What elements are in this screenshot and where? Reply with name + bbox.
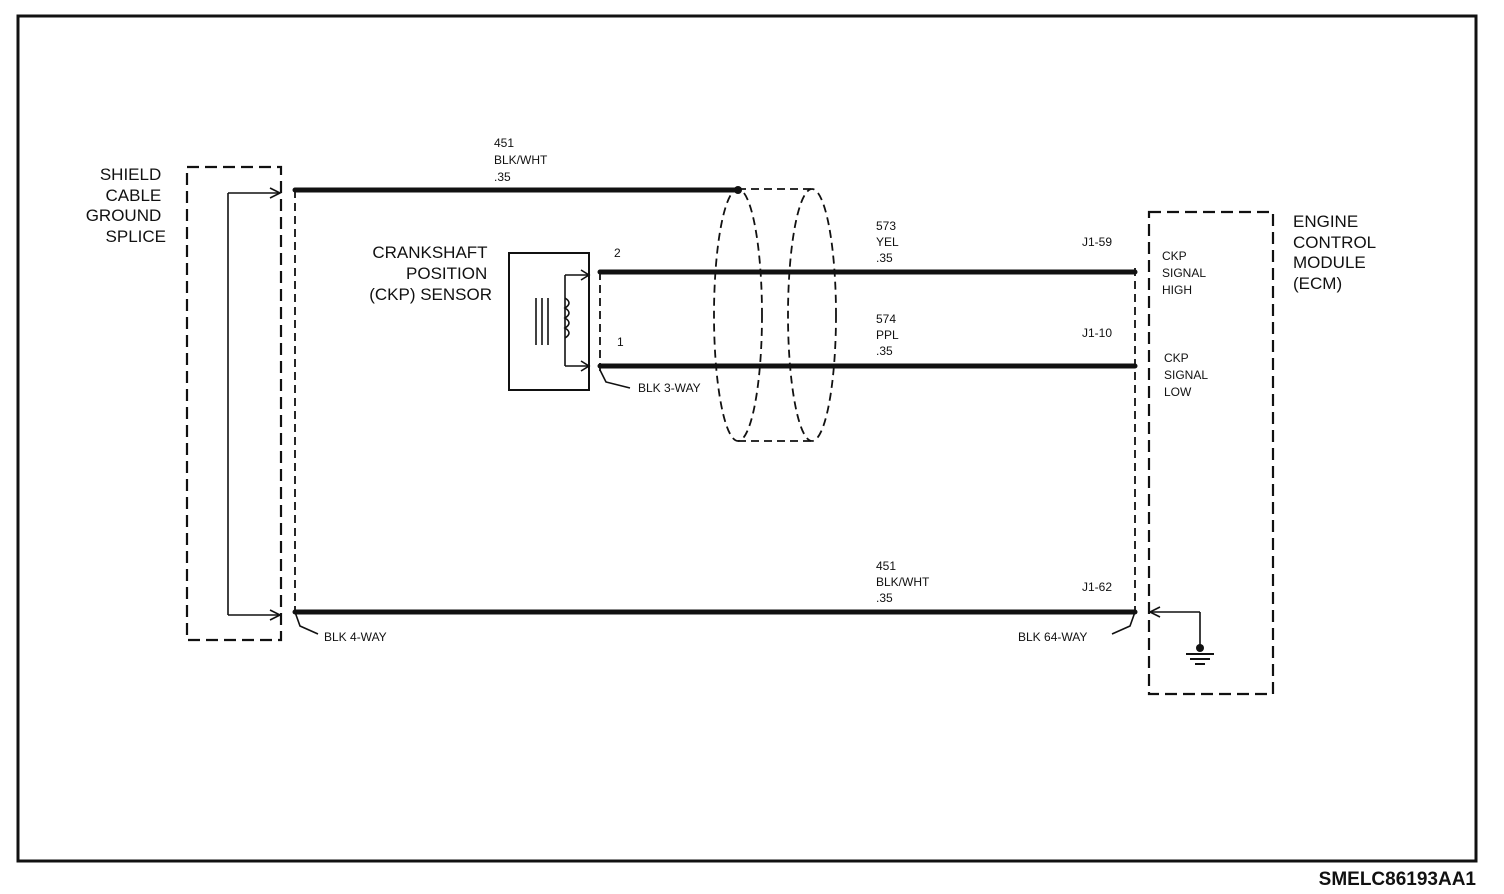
wire-573-label: 573 YEL .35	[876, 219, 902, 265]
splice-connector-label: BLK 4-WAY	[324, 630, 387, 644]
figure-code: SMELC86193AA1	[1319, 869, 1477, 890]
wire-451-bottom-label: 451 BLK/WHT .35	[876, 559, 932, 605]
ecm-box	[1147, 210, 1275, 696]
coil-icon	[563, 297, 570, 339]
ecm-connector-leader	[1111, 611, 1136, 635]
ecm-label: ENGINE CONTROL MODULE (ECM)	[1293, 212, 1380, 293]
shield-splice-box	[185, 165, 283, 642]
sensor-pin-2: 2	[614, 246, 621, 260]
ecm-signal-high-label: CKP SIGNAL HIGH	[1162, 249, 1209, 297]
wire-451-top-label: 451 BLK/WHT .35	[494, 136, 550, 184]
ecm-pin-j1-10: J1-10	[1082, 326, 1112, 340]
ecm-pin-j1-62: J1-62	[1082, 580, 1112, 594]
wire-574-label: 574 PPL .35	[876, 312, 902, 358]
ecm-pin-j1-59: J1-59	[1082, 235, 1112, 249]
shield-junction	[734, 186, 742, 194]
sensor-connector-leader	[599, 369, 631, 389]
splice-connector-leader	[294, 611, 319, 635]
ground-icon	[1148, 606, 1214, 665]
sensor-pin-1: 1	[617, 335, 624, 349]
shielded-cable	[713, 188, 837, 442]
sensor-connector-label: BLK 3-WAY	[638, 381, 701, 395]
ckp-sensor-box	[508, 252, 591, 391]
ckp-sensor-label: CRANKSHAFT POSITION (CKP) SENSOR	[369, 243, 492, 304]
ecm-connector-label: BLK 64-WAY	[1018, 630, 1087, 644]
shield-splice-label: SHIELD CABLE GROUND SPLICE	[86, 165, 166, 246]
diagram-frame	[16, 14, 1478, 863]
ecm-signal-low-label: CKP SIGNAL LOW	[1164, 351, 1211, 399]
